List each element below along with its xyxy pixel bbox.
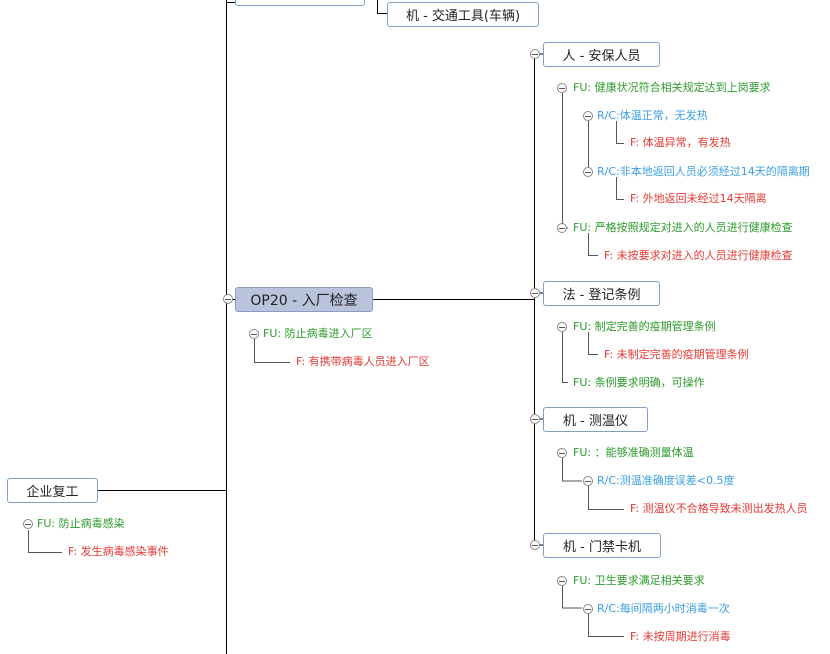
topic-label: 机 - 交通工具(车辆)	[405, 9, 521, 24]
requirement-label: R/C:体温正常，无发热	[597, 109, 708, 122]
collapse-toggle-icon[interactable]	[557, 448, 567, 458]
topic-label: 企业复工	[26, 485, 79, 500]
failure-label: F: 体温异常，有发热	[630, 136, 731, 149]
function-label: FU: ：能够准确测量体温	[573, 446, 694, 459]
requirement-label: R/C:测温准确度误差<0.5度	[597, 474, 735, 487]
topic-node-access-card-machine[interactable]: 机 - 门禁卡机	[543, 533, 661, 558]
topic-node-clipped[interactable]	[235, 0, 365, 6]
failure-label: F: 外地返回未经过14天隔离	[630, 192, 767, 205]
collapse-toggle-icon[interactable]	[583, 604, 593, 614]
failure-label: F: 测温仪不合格导致未测出发热人员	[630, 502, 808, 515]
failure-label: F: 未按周期进行消毒	[630, 630, 731, 643]
collapse-toggle-icon[interactable]	[557, 322, 567, 332]
function-label: FU: 防止病毒感染	[37, 517, 125, 530]
topic-label: 法 - 登记条例	[562, 288, 641, 303]
collapse-toggle-icon[interactable]	[530, 49, 540, 59]
topic-node-root[interactable]: 企业复工	[7, 478, 98, 503]
function-label: FU: 条例要求明确，可操作	[573, 376, 705, 389]
topic-node-vehicle[interactable]: 机 - 交通工具(车辆)	[387, 2, 539, 27]
collapse-toggle-icon[interactable]	[557, 223, 567, 233]
collapse-toggle-icon[interactable]	[557, 83, 567, 93]
collapse-toggle-icon[interactable]	[583, 111, 593, 121]
failure-label: F: 未按要求对进入的人员进行健康检查	[604, 249, 793, 262]
failure-label: F: 发生病毒感染事件	[68, 545, 169, 558]
function-label: FU: 健康状况符合相关规定达到上岗要求	[573, 81, 771, 94]
collapse-toggle-icon[interactable]	[583, 167, 593, 177]
topic-label: 人 - 安保人员	[562, 49, 641, 64]
collapse-toggle-icon[interactable]	[530, 288, 540, 298]
collapse-toggle-icon[interactable]	[223, 294, 233, 304]
collapse-toggle-icon[interactable]	[249, 329, 259, 339]
function-label: FU: 严格按照规定对进入的人员进行健康检查	[573, 221, 793, 234]
failure-label: F: 有携带病毒人员进入厂区	[296, 355, 430, 368]
topic-node-op20[interactable]: OP20 - 入厂检查	[235, 287, 373, 312]
collapse-toggle-icon[interactable]	[530, 414, 540, 424]
requirement-label: R/C:每间隔两小时消毒一次	[597, 602, 730, 615]
topic-node-thermometer[interactable]: 机 - 测温仪	[543, 407, 648, 432]
topic-node-security-staff[interactable]: 人 - 安保人员	[543, 42, 660, 67]
collapse-toggle-icon[interactable]	[557, 576, 567, 586]
function-label: FU: 制定完善的疫期管理条例	[573, 320, 716, 333]
collapse-toggle-icon[interactable]	[23, 519, 33, 529]
failure-label: F: 未制定完善的疫期管理条例	[604, 348, 749, 361]
topic-label: OP20 - 入厂检查	[250, 292, 358, 309]
function-label: FU: 卫生要求满足相关要求	[573, 574, 705, 587]
topic-node-registration-rules[interactable]: 法 - 登记条例	[543, 281, 660, 306]
topic-label: 机 - 测温仪	[563, 414, 628, 429]
collapse-toggle-icon[interactable]	[583, 476, 593, 486]
requirement-label: R/C:非本地返回人员必须经过14天的隔离期	[597, 165, 810, 178]
collapse-toggle-icon[interactable]	[530, 540, 540, 550]
topic-label: 机 - 门禁卡机	[563, 540, 641, 555]
function-label: FU: 防止病毒进入厂区	[263, 327, 373, 340]
